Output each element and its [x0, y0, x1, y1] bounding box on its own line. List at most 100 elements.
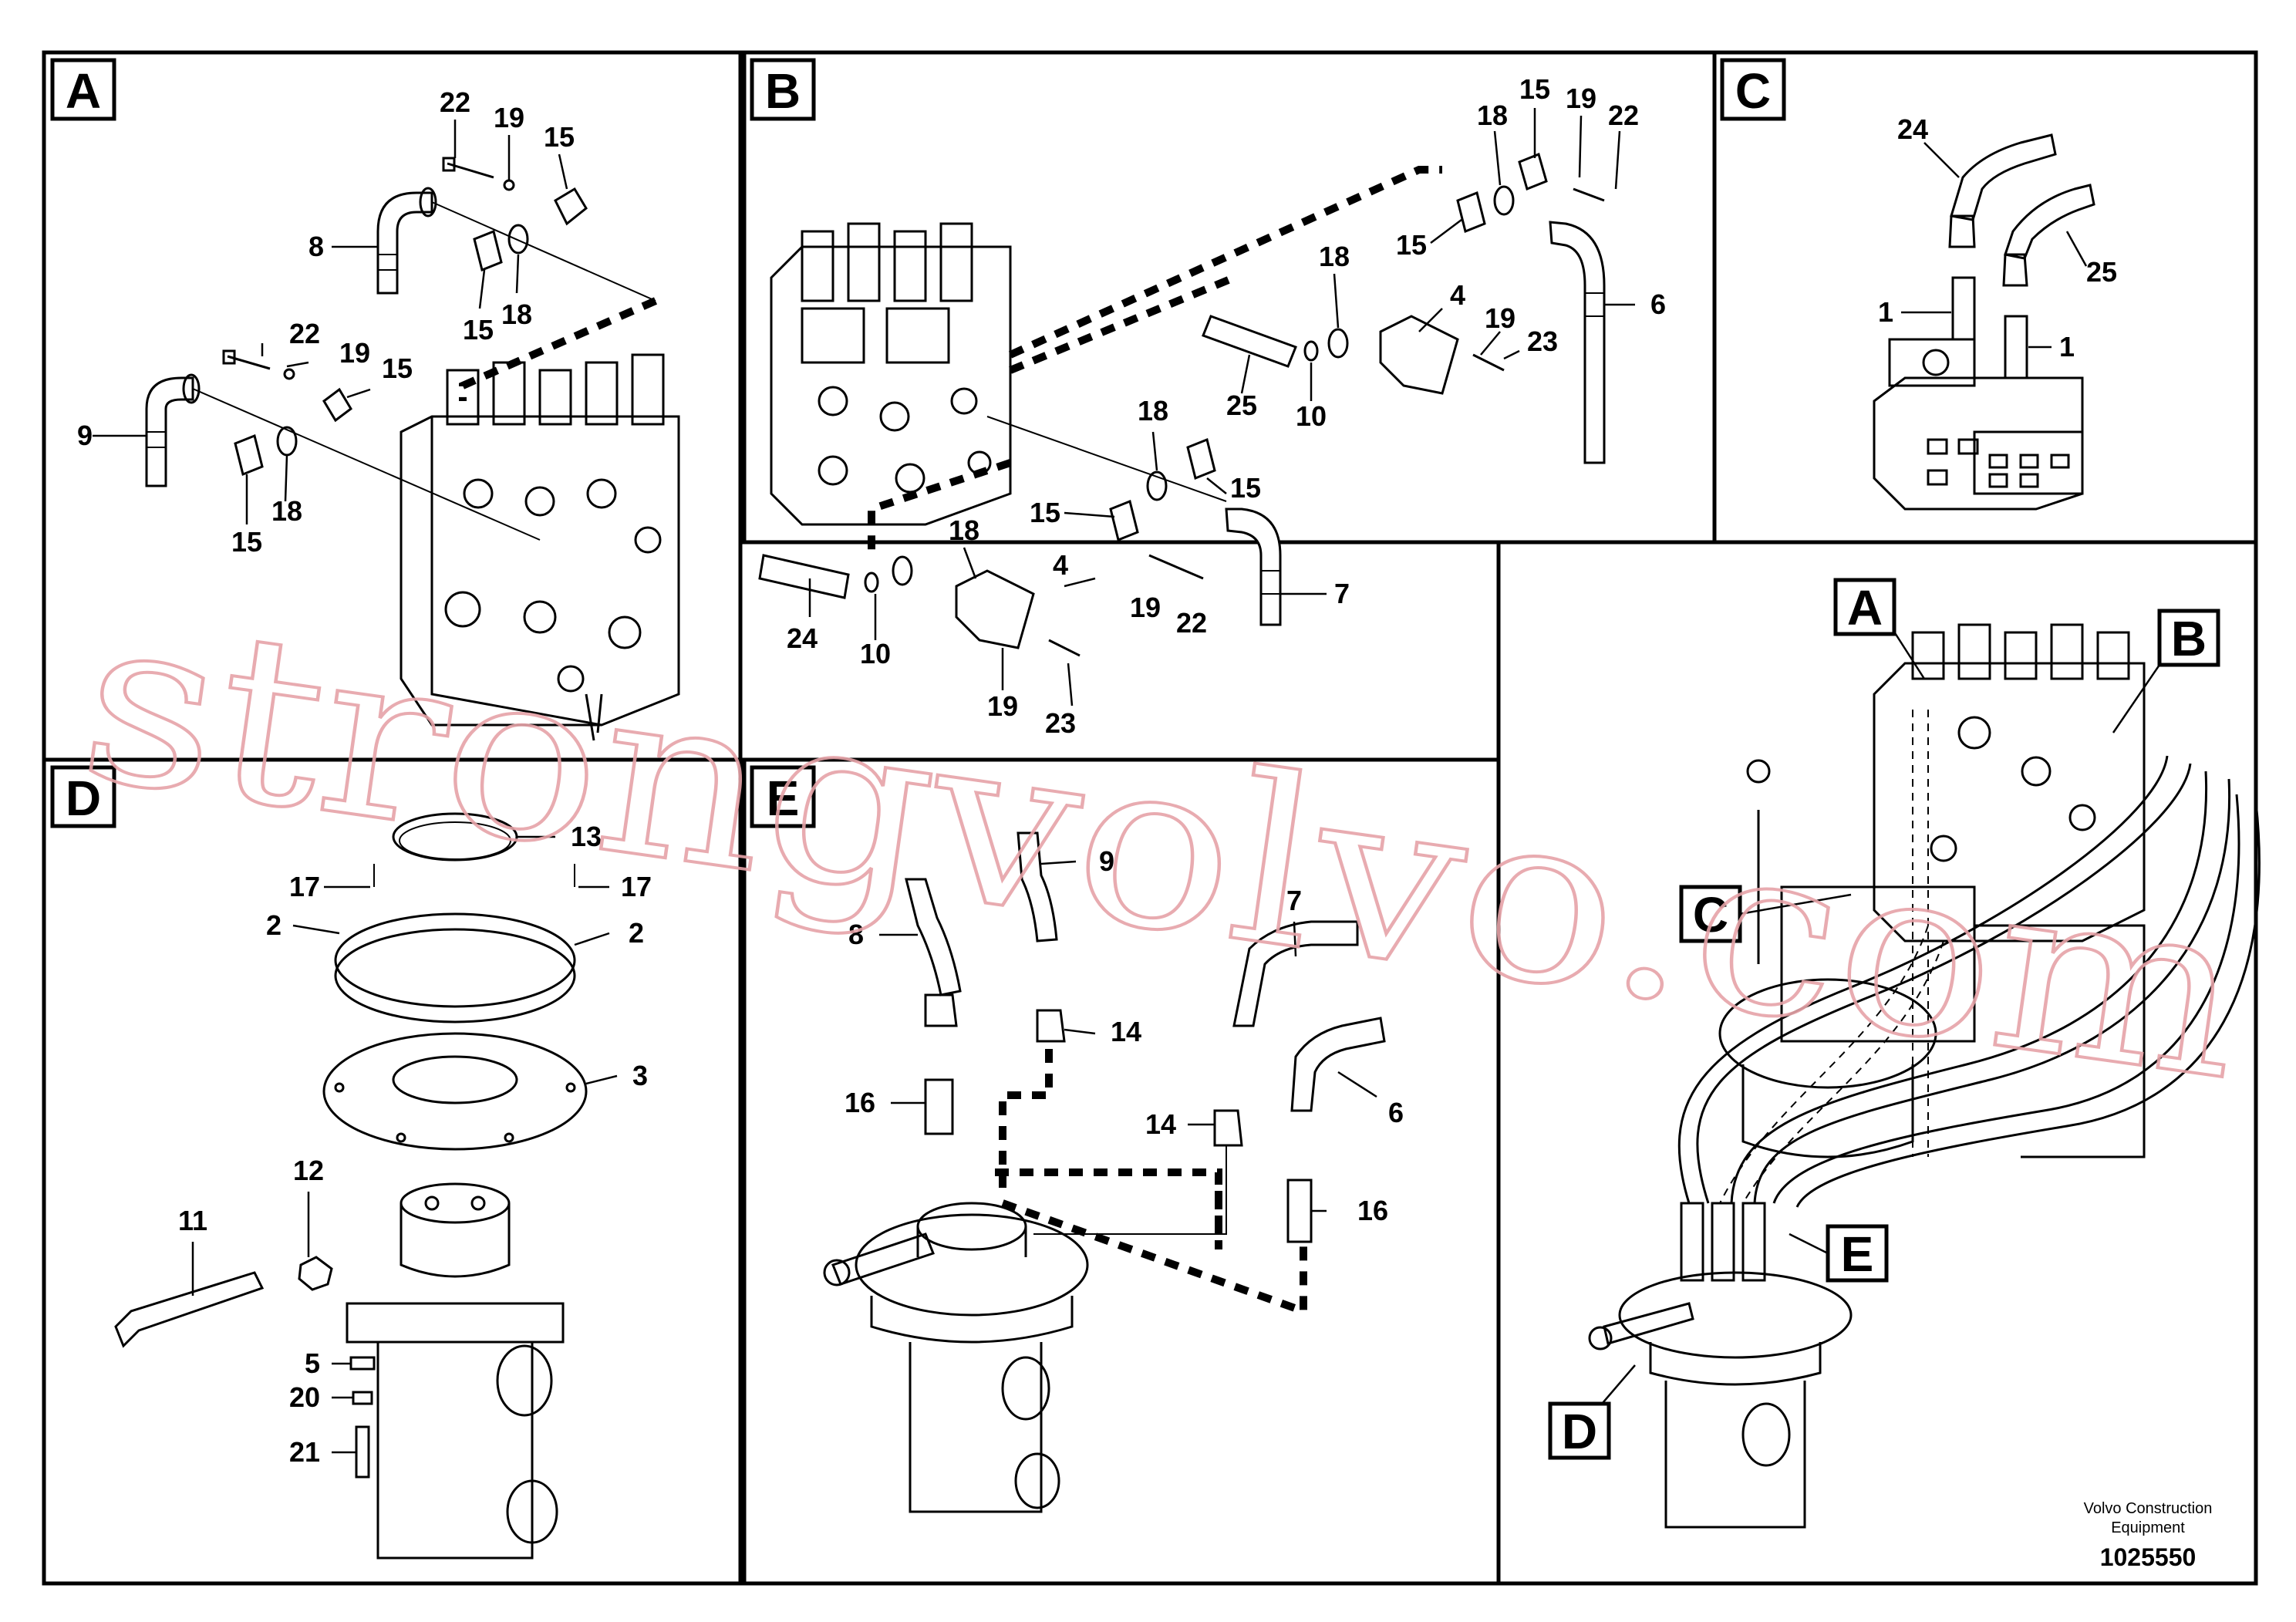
- panel-a-drawing: [93, 120, 680, 741]
- pipe-route-e4: [1033, 1145, 1227, 1235]
- overview-label-e: E: [1826, 1224, 1889, 1283]
- callout-a-15b: 15: [463, 314, 494, 346]
- callout-b-19: 19: [1566, 83, 1596, 114]
- callout-e-7: 7: [1286, 885, 1302, 916]
- watermark: strongvolvo.com: [68, 562, 2259, 1131]
- svg-text:B: B: [2171, 611, 2207, 666]
- pipe-route-e3: [1001, 1199, 1307, 1317]
- callout-d-11: 11: [178, 1205, 207, 1236]
- section-letter-d: D: [66, 771, 101, 826]
- section-badge-e: E: [750, 765, 816, 828]
- overview-label-c: C: [1679, 885, 1742, 943]
- callout-d-20: 20: [289, 1381, 320, 1413]
- callout-b-10b: 10: [860, 638, 891, 669]
- callout-b-15d: 15: [1030, 497, 1060, 528]
- pipe-route-b2: [1009, 274, 1236, 374]
- overview-hoses: [1677, 755, 2261, 1208]
- callout-a-19: 19: [494, 102, 524, 133]
- svg-text:C: C: [1693, 887, 1728, 943]
- callout-b-25: 25: [1226, 389, 1257, 421]
- overview-label-b: B: [2157, 609, 2220, 667]
- svg-text:A: A: [1847, 580, 1883, 636]
- callout-c-1: 1: [1878, 296, 1893, 328]
- hose-e-7: [1232, 920, 1359, 1027]
- frame-borders: [42, 50, 2258, 1586]
- callout-a-15: 15: [544, 121, 575, 153]
- callout-a-8: 8: [308, 231, 324, 262]
- callout-a-9: 9: [77, 420, 93, 451]
- panel-b-frame: [742, 50, 1717, 545]
- callout-c-24: 24: [1897, 113, 1928, 145]
- section-badge-b: B: [750, 58, 816, 121]
- callout-a-22: 22: [440, 86, 470, 118]
- footer-company-line2: Equipment: [2111, 1519, 2185, 1536]
- callout-b-4b: 4: [1053, 549, 1068, 581]
- plate-3: [322, 1032, 588, 1151]
- hose-e-9: [1017, 831, 1058, 943]
- callout-e-6: 6: [1388, 1097, 1404, 1128]
- hose-7: [1225, 508, 1282, 626]
- panel-c-frame: [1712, 50, 2258, 545]
- callout-e-9: 9: [1099, 845, 1114, 877]
- pipe-route-b1: [1008, 166, 1442, 359]
- callout-a-15c: 15: [382, 352, 413, 384]
- pipe-route-b3: [868, 459, 1012, 555]
- callout-b-7: 7: [1334, 578, 1350, 609]
- hose-8: [376, 187, 437, 295]
- panel-overview-frame: [1496, 540, 2258, 1586]
- callout-d-2: 2: [266, 909, 282, 941]
- pipe-route-a1: [459, 297, 658, 401]
- overview-leaders: [1588, 618, 2161, 1420]
- callout-b-4: 4: [1450, 279, 1465, 311]
- overview-frame-structure: [1718, 759, 2146, 1158]
- callout-b-19c: 19: [1130, 592, 1161, 623]
- callout-d-12: 12: [293, 1155, 324, 1186]
- callout-a-15d: 15: [231, 526, 262, 558]
- hose-c-24: [1950, 133, 2057, 221]
- swivel-joint-d: [346, 1182, 565, 1560]
- fitting-c-1-left: [1948, 214, 1976, 341]
- panel-d-frame: [42, 757, 743, 1586]
- callouts-a: 22 19 15 8 18 15 22 19 15 9 15 18: [77, 86, 575, 558]
- callout-b-18b: 18: [1319, 241, 1350, 272]
- callout-a-22b: 22: [289, 318, 320, 349]
- pipe-route-a2: [431, 201, 656, 302]
- overview-swivel: [1588, 1202, 1853, 1529]
- callout-d-13: 13: [571, 821, 602, 852]
- section-badge-d: D: [50, 765, 116, 828]
- panel-d-drawing: [114, 812, 618, 1560]
- callout-b-22: 22: [1608, 99, 1639, 131]
- control-valve-a: [400, 353, 680, 741]
- hose-e-8: [905, 878, 962, 996]
- flange-4-upper: [1379, 315, 1459, 395]
- hose-c-25: [2004, 184, 2095, 260]
- hose-6: [1549, 221, 1606, 464]
- callout-b-15: 15: [1519, 73, 1550, 105]
- callout-a-18: 18: [501, 298, 532, 330]
- leaders-c: [1901, 142, 2088, 349]
- callout-e-8: 8: [848, 919, 864, 950]
- leaders-a: [93, 120, 568, 524]
- footer: Volvo Construction Equipment 1025550: [2084, 1500, 2213, 1571]
- callout-b-19d: 19: [987, 690, 1018, 722]
- overview-label-a: A: [1833, 578, 1896, 636]
- section-letter-c: C: [1735, 63, 1771, 119]
- hose-e-6: [1290, 1017, 1386, 1112]
- section-letter-b: B: [765, 63, 801, 119]
- pipe-route-a3: [192, 388, 541, 541]
- callout-b-23b: 23: [1045, 707, 1076, 739]
- svg-text:D: D: [1562, 1404, 1597, 1459]
- callout-a-19b: 19: [339, 337, 370, 369]
- callout-b-15b: 15: [1396, 229, 1427, 261]
- fittings-e: [924, 993, 1313, 1243]
- callout-d-3: 3: [632, 1060, 648, 1091]
- fitting-c-1-right: [2002, 253, 2028, 379]
- callout-e-16: 16: [845, 1087, 875, 1118]
- callout-d-2b: 2: [629, 917, 644, 949]
- callout-b-23: 23: [1527, 325, 1558, 357]
- overview-dashed-routes: [1719, 710, 1944, 1204]
- section-badge-a: A: [50, 58, 116, 121]
- callout-b-10: 10: [1296, 400, 1327, 432]
- callout-e-16b: 16: [1357, 1195, 1388, 1226]
